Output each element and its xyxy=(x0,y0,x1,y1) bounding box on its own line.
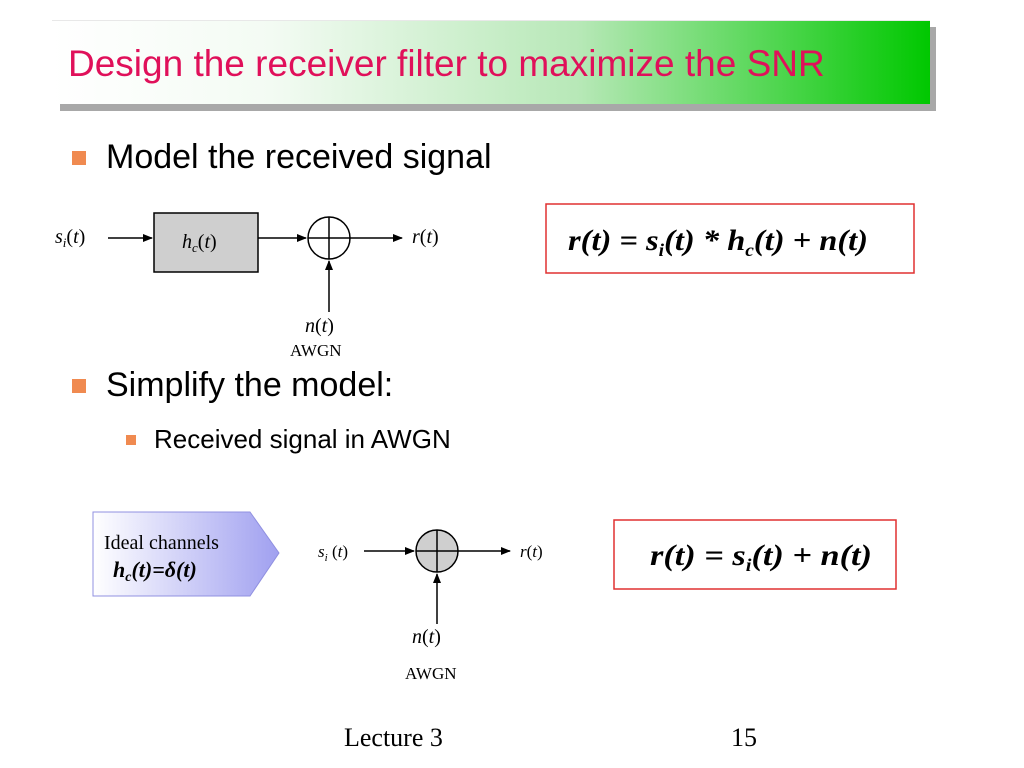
bullet-square-icon xyxy=(72,378,86,393)
diagram2-noise-label: n(t) xyxy=(412,626,441,648)
footer-page-number: 15 xyxy=(731,723,757,752)
subbullet-awgn: Received signal in AWGN xyxy=(126,424,451,455)
bullet-simplify: Simplify the model: xyxy=(72,366,393,405)
diagram2-input-label: si (t) xyxy=(318,542,348,564)
diagram1-noise-label: n(t) xyxy=(305,315,334,337)
bullet-model: Model the received signal xyxy=(72,138,492,177)
footer-lecture: Lecture 3 xyxy=(344,723,443,752)
bullet-simplify-text: Simplify the model: xyxy=(106,366,394,404)
equation2-box xyxy=(613,519,897,590)
diagram1-output-label: r(t) xyxy=(412,226,439,248)
diagram2-awgn-label: AWGN xyxy=(405,664,457,683)
callout-line1: Ideal channels xyxy=(104,532,219,554)
diagram1-input-label: si(t) xyxy=(55,226,85,250)
bullet-square-icon xyxy=(72,150,86,165)
slide-title: Design the receiver filter to maximize t… xyxy=(68,43,825,84)
channel-filter-block xyxy=(153,212,259,273)
subbullet-square-icon xyxy=(126,434,136,445)
equation1-box xyxy=(545,203,915,274)
bullet-model-text: Model the received signal xyxy=(106,138,492,176)
title-bar: Design the receiver filter to maximize t… xyxy=(52,20,930,104)
diagram1-awgn-label: AWGN xyxy=(290,341,342,360)
subbullet-awgn-text: Received signal in AWGN xyxy=(154,424,451,454)
channel-filter-label: hc(t) xyxy=(182,231,217,255)
ideal-channel-callout xyxy=(92,511,280,597)
diagram2-output-label: r(t) xyxy=(520,542,543,561)
